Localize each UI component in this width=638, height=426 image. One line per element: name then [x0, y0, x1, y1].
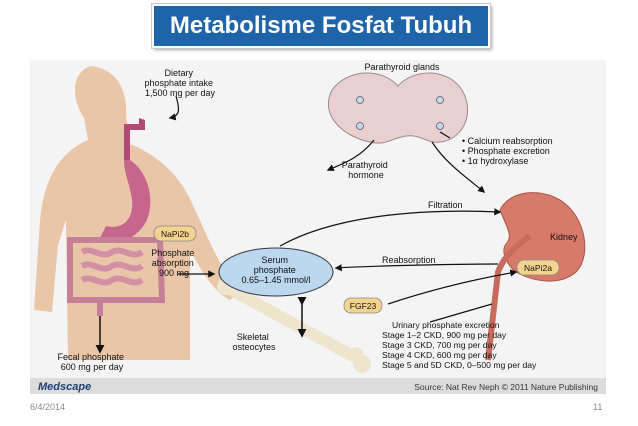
fecal-label: Fecal phosphate 600 mg per day [57, 352, 126, 372]
fgf23-label: FGF23 [350, 301, 377, 311]
absorption-label: Phosphate absorption 900 mg [151, 248, 197, 278]
reabsorption-label: Reabsorption [382, 255, 436, 265]
napi2b-pill [153, 225, 197, 242]
kidney [485, 192, 586, 361]
parathyroid-glands-label: Parathyroid glands [364, 62, 440, 72]
footer-date: 6/4/2014 [30, 402, 66, 412]
pth-label: Parathyroid hormone [342, 160, 391, 180]
esophagus [124, 118, 145, 160]
dietary-label: Dietary phosphate intake 1,500 mg per da… [144, 68, 215, 98]
medscape-logo: Medscape [38, 381, 91, 393]
kidney-label: Kidney [550, 232, 578, 242]
skeletal-label: Skeletal osteocytes [232, 332, 276, 352]
figure-bottom-bar [30, 378, 606, 394]
footer-page-number: 11 [593, 402, 603, 412]
napi2a-label: NaPi2a [524, 263, 552, 273]
serum-phosphate-ellipse [218, 247, 334, 297]
napi2a-pill [516, 259, 560, 276]
source-credit: Source: Nat Rev Neph © 2011 Nature Publi… [414, 382, 598, 392]
fgf23-pill [343, 297, 383, 314]
filtration-label: Filtration [428, 200, 463, 210]
intestines [67, 237, 166, 316]
stomach [100, 160, 151, 242]
napi2b-label: NaPi2b [161, 229, 189, 239]
slide-title: Metabolisme Fosfat Tubuh [151, 3, 491, 49]
phosphate-metabolism-figure: Dietary phosphate intake 1,500 mg per da… [30, 60, 606, 394]
pth-effects-list: • Calcium reabsorption • Phosphate excre… [462, 136, 555, 166]
urinary-label: Urinary phosphate excretion Stage 1–2 CK… [382, 320, 537, 370]
parathyroid-gland [327, 72, 468, 144]
serum-label: Serum phosphate 0.65–1.45 mmol/l [241, 255, 310, 285]
diagram-arrows [168, 95, 518, 323]
